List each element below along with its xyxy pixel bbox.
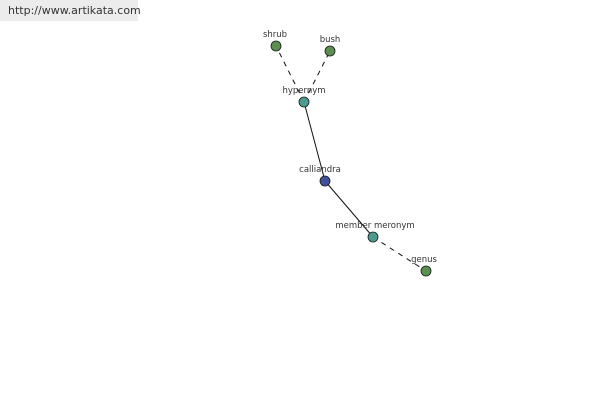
node-label-shrub: shrub [263, 30, 287, 40]
node-label-member-meronym: member meronym [335, 221, 414, 231]
node-marker-genus[interactable] [420, 265, 432, 277]
graph-nodes: shrub bush hypernym calliandra member merony… [263, 30, 437, 277]
node-label-bush: bush [320, 35, 341, 45]
edge-hypernym-shrub [275, 45, 305, 103]
node-shrub[interactable]: shrub [263, 30, 287, 52]
node-label-calliandra: calliandra [299, 165, 341, 175]
node-label-genus: genus [411, 255, 437, 265]
node-genus[interactable]: genus [411, 255, 437, 277]
edge-member-meronym-genus [372, 236, 427, 272]
edge-calliandra-hypernym [303, 101, 326, 182]
node-bush[interactable]: bush [320, 35, 341, 57]
node-calliandra[interactable]: calliandra [299, 165, 341, 187]
node-marker-member-meronym[interactable] [367, 231, 379, 243]
node-marker-calliandra[interactable] [319, 175, 331, 187]
node-marker-shrub[interactable] [270, 40, 282, 52]
graph-edges [275, 45, 427, 272]
node-label-hypernym: hypernym [282, 86, 325, 96]
node-member-meronym[interactable]: member meronym [335, 221, 415, 243]
edge-calliandra-member-meronym [324, 180, 374, 238]
node-marker-bush[interactable] [324, 45, 336, 57]
watermark-url: http://www.artikata.com [0, 0, 141, 21]
node-marker-hypernym[interactable] [298, 96, 310, 108]
node-hypernym[interactable]: hypernym [282, 86, 326, 108]
